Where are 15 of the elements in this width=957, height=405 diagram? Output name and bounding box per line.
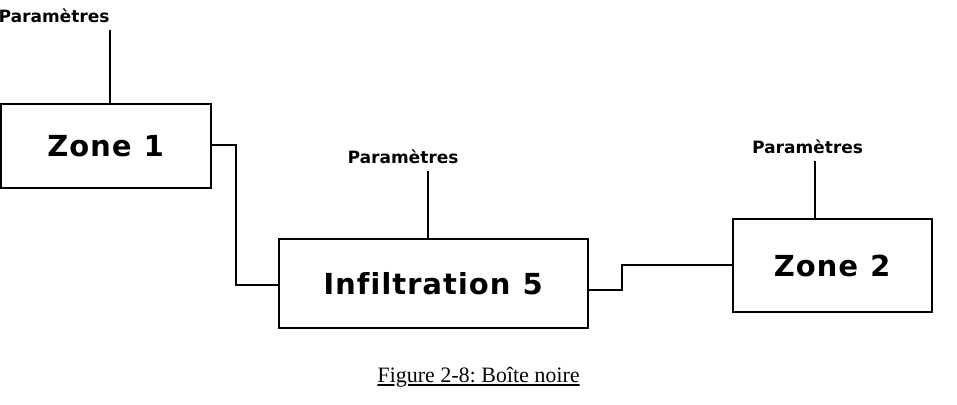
box-label: Infiltration 5 bbox=[323, 266, 544, 300]
parameter-label: Paramètres bbox=[752, 138, 863, 158]
process-box bbox=[278, 238, 589, 329]
leader-line bbox=[814, 161, 816, 218]
parameter-label: Paramètres bbox=[0, 7, 110, 27]
box-label: Zone 2 bbox=[774, 248, 892, 282]
leader-line bbox=[109, 30, 111, 103]
box-label: Zone 1 bbox=[47, 129, 165, 163]
process-box bbox=[0, 103, 212, 189]
connector-line bbox=[212, 144, 278, 286]
leader-line bbox=[427, 171, 429, 238]
connector-line bbox=[589, 264, 732, 291]
process-box bbox=[732, 218, 933, 313]
figure-caption: Figure 2-8: Boîte noire bbox=[377, 362, 580, 387]
parameter-label: Paramètres bbox=[348, 148, 458, 168]
